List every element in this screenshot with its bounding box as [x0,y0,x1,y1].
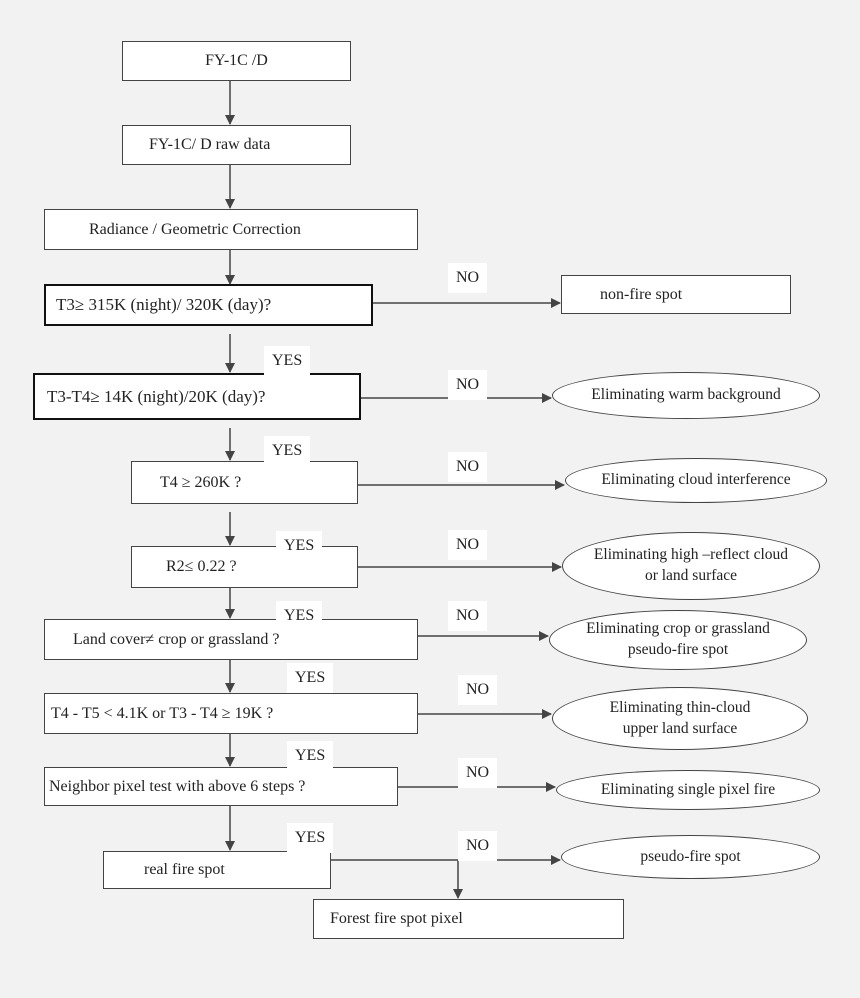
crop-grassland-label-line2: pseudo-fire spot [627,641,729,658]
thin-cloud-ellipse: Eliminating thin-cloud upper land surfac… [552,687,808,750]
forest-fire-label: Forest fire spot pixel [330,910,463,927]
yes-label: YES [287,741,334,771]
warm-background-ellipse: Eliminating warm background [552,372,820,419]
no-label: NO [448,263,488,293]
t4-test-label: T4 ≥ 260K ? [160,473,242,491]
raw-data-label: FY-1C/ D raw data [149,136,271,153]
single-pixel-ellipse: Eliminating single pixel fire [556,770,820,810]
thin-cloud-label-line1: Eliminating thin-cloud [609,698,751,716]
no-label: NO [458,758,498,788]
cloud-interference-label: Eliminating cloud interference [601,471,791,489]
t4t5-test-label: T4 - T5 < 4.1K or T3 - T4 ≥ 19K ? [51,704,274,722]
no-label: NO [448,370,488,400]
yes-label: YES [276,531,323,561]
landcover-test-label: Land cover≠ crop or grassland ? [73,630,280,648]
pseudo-fire-label: pseudo-fire spot [640,847,741,865]
non-fire-label: non-fire spot [600,285,683,303]
real-fire-box: real fire spot [103,851,331,889]
landcover-test-box: Land cover≠ crop or grassland ? [44,619,418,660]
yes-label: YES [287,663,334,693]
neighbor-test-label: Neighbor pixel test with above 6 steps ? [49,777,306,795]
t3t4-test-label: T3-T4≥ 14K (night)/20K (day)? [47,386,266,406]
no-label: NO [448,452,488,482]
single-pixel-label: Eliminating single pixel fire [600,780,776,798]
high-reflect-ellipse: Eliminating high –reflect cloud or land … [562,532,820,600]
t4t5-test-box: T4 - T5 < 4.1K or T3 - T4 ≥ 19K ? [44,693,418,734]
t3t4-test-box: T3-T4≥ 14K (night)/20K (day)? [33,373,361,420]
t3-test-label: T3≥ 315K (night)/ 320K (day)? [56,295,272,314]
yes-label: YES [264,436,311,466]
t3-test-box: T3≥ 315K (night)/ 320K (day)? [44,284,373,326]
fy1cd-label: FY-1C /D [205,52,268,69]
pseudo-fire-ellipse: pseudo-fire spot [561,835,820,879]
yes-label: YES [287,823,334,853]
yes-label: YES [264,346,311,376]
t4-test-box: T4 ≥ 260K ? [131,461,358,504]
crop-grassland-ellipse: Eliminating crop or grassland pseudo-fir… [549,610,807,670]
high-reflect-label-line1: Eliminating high –reflect cloud [593,546,789,564]
real-fire-label: real fire spot [144,861,225,878]
yes-label: YES [276,601,323,631]
cloud-interference-ellipse: Eliminating cloud interference [565,458,827,503]
radiance-box: Radiance / Geometric Correction [44,209,418,250]
neighbor-test-box: Neighbor pixel test with above 6 steps ? [44,767,398,806]
non-fire-box: non-fire spot [561,275,791,314]
r2-test-box: R2≤ 0.22 ? [131,546,358,588]
fy1cd-box: FY-1C /D [122,41,351,81]
no-label: NO [448,530,488,560]
no-label: NO [458,675,498,705]
no-label: NO [448,601,488,631]
radiance-label: Radiance / Geometric Correction [89,220,301,238]
thin-cloud-label-line2: upper land surface [622,719,738,737]
warm-background-label: Eliminating warm background [591,386,781,404]
crop-grassland-label-line1: Eliminating crop or grassland [586,620,770,638]
forest-fire-box: Forest fire spot pixel [313,899,624,939]
no-label: NO [458,831,498,861]
r2-test-label: R2≤ 0.22 ? [166,558,237,575]
raw-data-box: FY-1C/ D raw data [122,125,351,165]
high-reflect-label-line2: or land surface [644,567,738,584]
